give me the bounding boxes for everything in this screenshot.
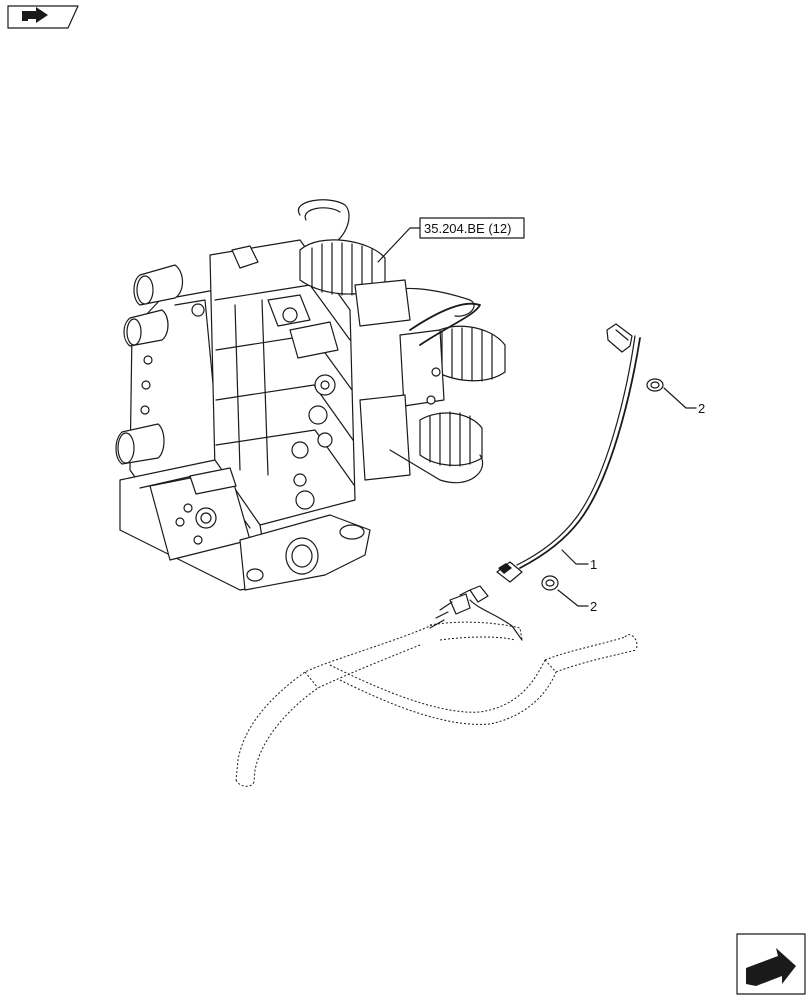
cable-clip-upper bbox=[646, 378, 664, 392]
callout-leader-1 bbox=[561, 549, 589, 565]
callout-1[interactable]: 1 bbox=[590, 557, 597, 572]
reference-leader-line bbox=[377, 227, 421, 263]
callout-leader-2b bbox=[557, 589, 589, 607]
main-wire-harness bbox=[235, 621, 638, 787]
previous-section-arrow-icon[interactable] bbox=[7, 5, 79, 29]
control-valve-assembly bbox=[115, 199, 506, 591]
reference-label[interactable]: 35.204.BE (12) bbox=[419, 217, 525, 239]
callout-2a[interactable]: 2 bbox=[698, 401, 705, 416]
callout-leader-2a bbox=[663, 387, 697, 409]
next-section-arrow-icon[interactable] bbox=[736, 933, 806, 995]
wire-harness-cable bbox=[496, 323, 641, 583]
cable-clip-lower bbox=[541, 575, 559, 591]
reference-label-text: 35.204.BE (12) bbox=[424, 221, 511, 236]
callout-2b[interactable]: 2 bbox=[590, 599, 597, 614]
harness-connector-cluster bbox=[429, 585, 523, 641]
